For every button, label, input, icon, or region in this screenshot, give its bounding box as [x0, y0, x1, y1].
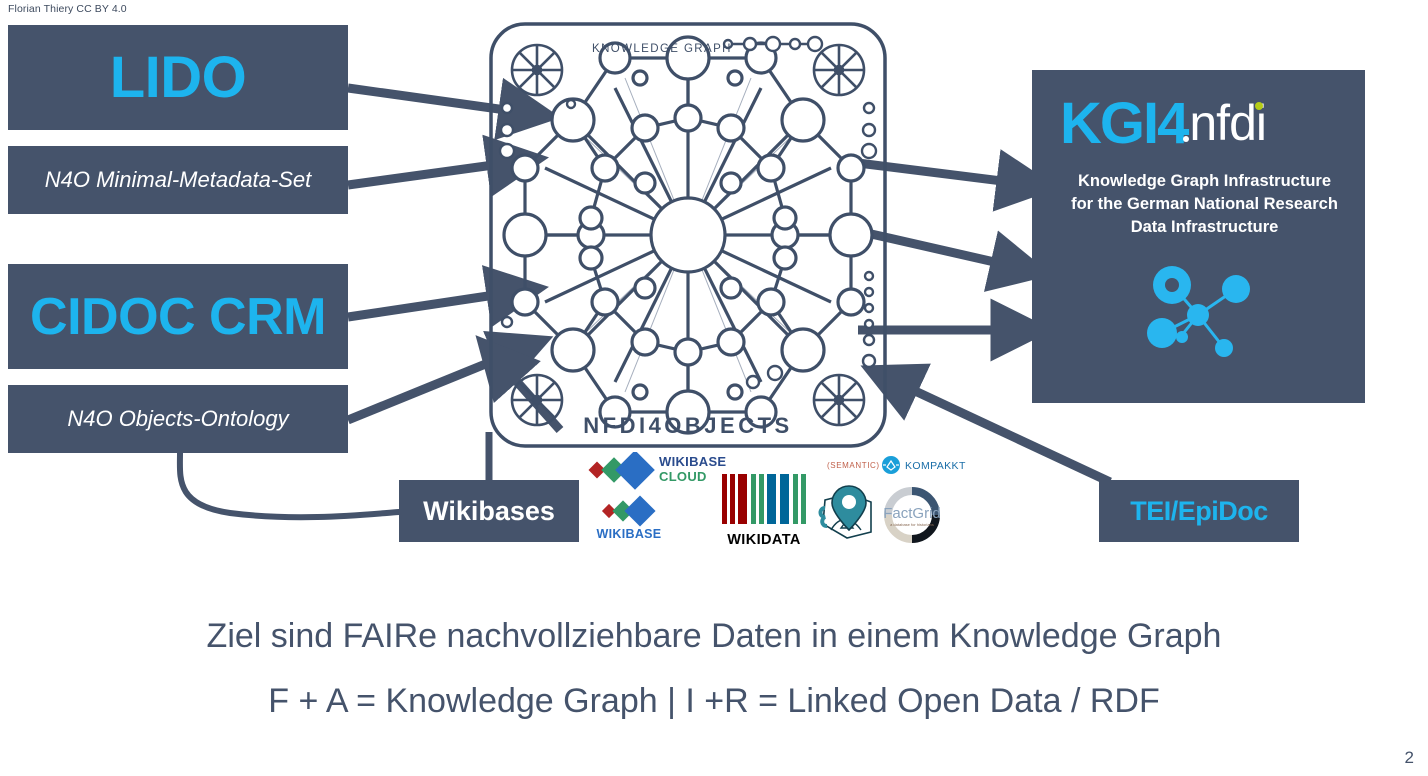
- standard-box-objects-ontology[interactable]: N4O Objects-Ontology: [8, 385, 348, 453]
- tool-logos-cluster: WIKIBASE CLOUD WIKIBASE: [588, 452, 966, 548]
- standard-label-lido: LIDO: [109, 44, 247, 110]
- standard-label-cidoc-crm: CIDOC CRM: [30, 287, 326, 346]
- standard-box-cidoc-crm[interactable]: CIDOC CRM: [8, 264, 348, 369]
- factgrid-tagline: a database for historians: [890, 522, 934, 527]
- caption-line-1: Ziel sind FAIRe nachvollziehbare Daten i…: [206, 617, 1222, 655]
- kgi-logo-dot-icon: [1183, 136, 1190, 142]
- kgi-subtitle-line-3: Data Infrastructure: [1130, 217, 1279, 236]
- kgi-network-icon: [1147, 266, 1250, 357]
- standard-box-minimal-metadata-set[interactable]: N4O Minimal-Metadata-Set: [8, 146, 348, 214]
- factgrid-label: FactGrid: [883, 505, 941, 522]
- archaeo-map-icon: [818, 485, 872, 539]
- caption-line-2: F + A = Knowledge Graph | I +R = Linked …: [268, 682, 1160, 720]
- kgi-subtitle: Knowledge Graph Infrastructure for the G…: [1062, 170, 1347, 238]
- arrow-cidoc-to-graph: [347, 265, 549, 328]
- wikidata-label: WIKIDATA: [727, 532, 801, 548]
- source-box-wikibases[interactable]: Wikibases: [399, 480, 579, 542]
- kg-bottom-label: NFDI4OBJECTS: [583, 413, 792, 438]
- source-label-tei-epidoc: TEI/EpiDoc: [1130, 495, 1268, 526]
- wikibase-label: WIKIBASE: [597, 527, 662, 541]
- kgi-logo-secondary-wrap: nfdi: [1183, 95, 1267, 151]
- standard-label-minimal-metadata-set: N4O Minimal-Metadata-Set: [44, 166, 312, 192]
- wikibase-cloud-logo: WIKIBASE CLOUD: [588, 452, 726, 490]
- factgrid-logo: FactGrid a database for historians: [883, 487, 941, 543]
- kgi-subtitle-line-2: for the German National Research: [1071, 194, 1338, 213]
- standard-label-objects-ontology: N4O Objects-Ontology: [67, 405, 289, 431]
- wikidata-logo: WIKIDATA: [722, 474, 806, 548]
- wikibase-cloud-label-2: CLOUD: [659, 469, 707, 484]
- source-box-tei-epidoc[interactable]: TEI/EpiDoc: [1099, 480, 1299, 542]
- credit-line: Florian Thiery CC BY 4.0: [8, 3, 127, 15]
- kompakkt-label-1: (SEMANTIC): [827, 461, 880, 470]
- wikibase-cloud-label-1: WIKIBASE: [659, 454, 726, 469]
- kompakkt-logo: (SEMANTIC) KOMPAKKT: [827, 456, 966, 474]
- arrow-mms-to-graph: [347, 134, 550, 198]
- nfdi4objects-knowledge-graph-illustration: KNOWLEDGE GRAPH NFDI4OBJECTS: [489, 22, 887, 448]
- kgi-subtitle-line-1: Knowledge Graph Infrastructure: [1077, 172, 1332, 190]
- wikibase-logo: WIKIBASE: [597, 495, 662, 541]
- kompakkt-label-2: KOMPAKKT: [905, 460, 966, 472]
- standard-box-lido[interactable]: LIDO: [8, 25, 348, 130]
- kgi4nfdi-panel[interactable]: KGI4 nfdi Knowledge Graph Infrastructure…: [1032, 70, 1365, 403]
- kgi-logo-secondary: nfdi: [1189, 95, 1267, 151]
- kgi4nfdi-logo: KGI4 nfdi: [1060, 91, 1267, 156]
- page-number: 2: [1404, 748, 1414, 767]
- source-label-wikibases: Wikibases: [423, 495, 555, 526]
- kgi-logo-primary: KGI4: [1060, 91, 1189, 156]
- kgi-logo-green-dot-icon: [1255, 102, 1263, 110]
- curve-ontology-to-wikibases: [176, 450, 402, 521]
- kg-top-label: KNOWLEDGE GRAPH: [592, 43, 732, 55]
